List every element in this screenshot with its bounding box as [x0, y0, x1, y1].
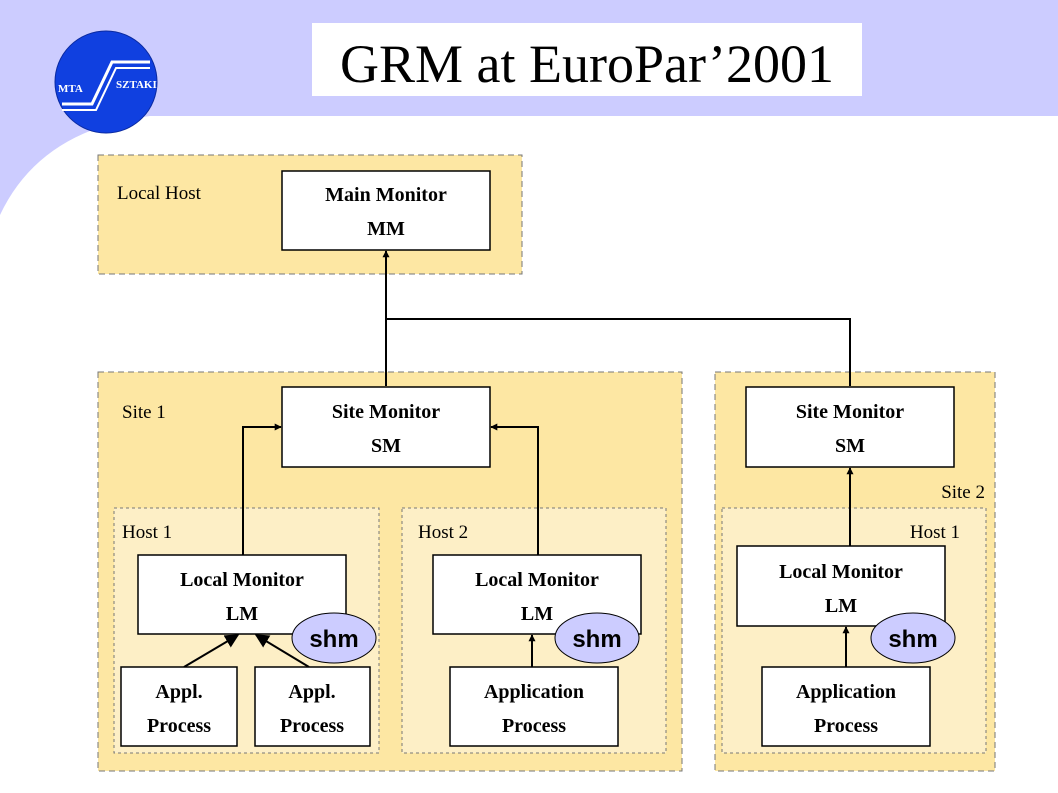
site1-label: Site 1: [122, 402, 166, 423]
site1-host1-process-a-line1: Appl.: [155, 681, 202, 703]
site2-label: Site 2: [941, 482, 985, 503]
logo-left-text: MTA: [58, 83, 83, 95]
site1-host2-process-line2: Process: [502, 715, 566, 737]
site1-host1-shm-ellipse: [291, 612, 377, 664]
site2-host1-label: Host 1: [910, 522, 960, 543]
site1-host2-lm-line2: LM: [521, 603, 553, 625]
arrow-lm1-to-sm1: [242, 423, 282, 555]
site1-host2-local-monitor-box: Local Monitor LM: [432, 554, 642, 635]
site2-host1-shm-ellipse: [870, 612, 956, 664]
site1-host2-local-monitor-rect: [432, 554, 642, 635]
site1-host1-shm-label: shm: [309, 626, 358, 653]
site1-host2-shm-ellipse: [554, 612, 640, 664]
local-host-label: Local Host: [117, 183, 202, 204]
main-monitor-rect: [281, 170, 491, 251]
logo-swoosh-inner: [62, 67, 150, 111]
site1-host2-lm-line1: Local Monitor: [475, 569, 599, 591]
site1-host1-process-a-rect: [120, 666, 238, 747]
site2-host1-process-rect: [761, 666, 931, 747]
site1-monitor-line1: Site Monitor: [332, 401, 440, 423]
main-monitor-line1: Main Monitor: [325, 184, 447, 206]
site2-host1-lm-line2: LM: [825, 595, 857, 617]
site1-host1-process-b: Appl. Process: [254, 666, 371, 747]
arrow-proc1b-to-lm1: [254, 634, 310, 668]
site1-host1-process-a-line2: Process: [147, 715, 211, 737]
site1-host1-lm-line1: Local Monitor: [180, 569, 304, 591]
site1-host1-shm: shm: [291, 612, 377, 664]
site2-host1-shm-label: shm: [888, 626, 937, 653]
main-monitor-line2: MM: [367, 218, 405, 240]
title-background: [312, 23, 862, 96]
logo-right-text: SZTAKI: [116, 79, 157, 91]
site1-host2-shm: shm: [554, 612, 640, 664]
site2-host1-process-line2: Process: [814, 715, 878, 737]
site1-host2-label: Host 2: [418, 522, 468, 543]
site1-monitor-box: Site Monitor SM: [281, 386, 491, 468]
site1-host1-process-b-line2: Process: [280, 715, 344, 737]
site2-monitor-box: Site Monitor SM: [745, 386, 955, 468]
site1-host2-shm-label: shm: [572, 626, 621, 653]
site1-host2-process: Application Process: [449, 666, 619, 747]
site2-host1-process-line1: Application: [796, 681, 896, 703]
site2-host1-lm-line1: Local Monitor: [779, 561, 903, 583]
site1-host1-lm-line2: LM: [226, 603, 258, 625]
site1-monitor-line2: SM: [371, 435, 401, 457]
arrow-lm2-to-sm1: [490, 423, 539, 555]
site1-monitor-rect: [281, 386, 491, 468]
site1-host1-process-b-rect: [254, 666, 371, 747]
logo-circle: [54, 30, 158, 134]
arrow-proc1a-to-lm1: [183, 634, 240, 668]
title-block: GRM at EuroPar’2001: [312, 23, 862, 96]
mta-sztaki-logo: MTA SZTAKI: [54, 30, 158, 134]
site1-host2-process-rect: [449, 666, 619, 747]
logo-swoosh: [62, 60, 150, 106]
site1-host1-process-a: Appl. Process: [120, 666, 238, 747]
site2-monitor-rect: [745, 386, 955, 468]
main-monitor-box: Main Monitor MM: [281, 170, 491, 251]
site1-host2-process-line1: Application: [484, 681, 584, 703]
link-sm2-to-trunk: [386, 318, 851, 386]
site2-host1-process: Application Process: [761, 666, 931, 747]
site1-host1-label: Host 1: [122, 522, 172, 543]
page-title: GRM at EuroPar’2001: [340, 34, 834, 94]
site1-host1-process-b-line1: Appl.: [288, 681, 335, 703]
connectors: [183, 250, 854, 668]
site2-monitor-line1: Site Monitor: [796, 401, 904, 423]
site2-monitor-line2: SM: [835, 435, 865, 457]
site2-host1-shm: shm: [870, 612, 956, 664]
